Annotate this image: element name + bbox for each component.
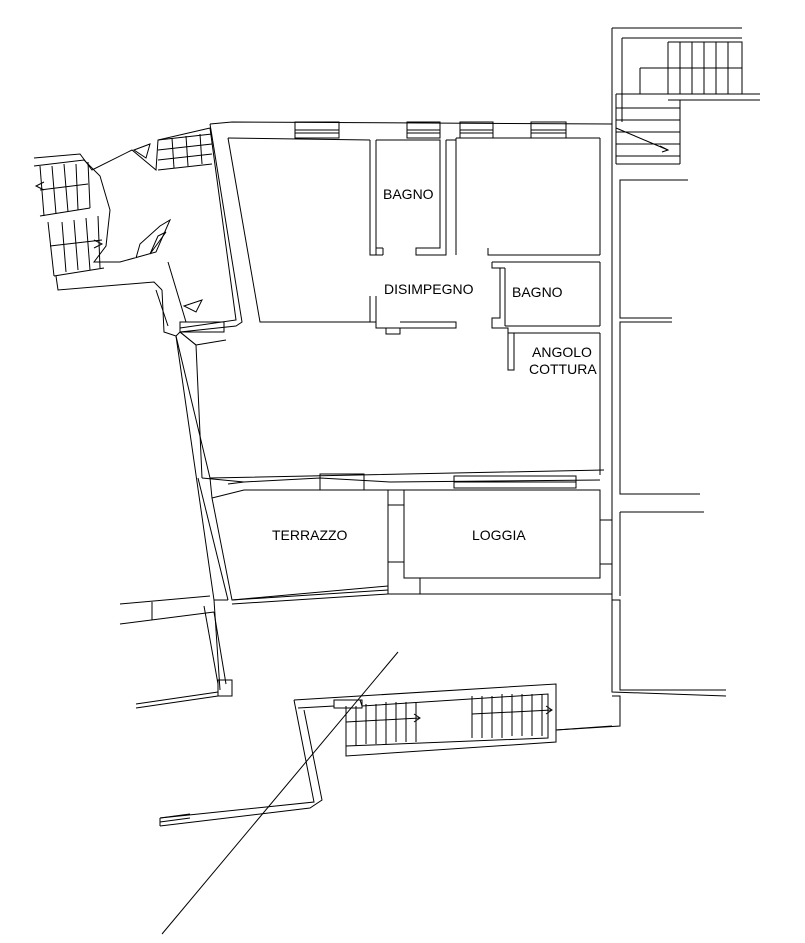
room-label-bagno-2: BAGNO xyxy=(512,284,563,300)
room-label-angolo: ANGOLO xyxy=(532,344,592,360)
room-label-disimpegno: DISIMPEGNO xyxy=(384,281,474,297)
lower-stair xyxy=(159,683,613,827)
section-line xyxy=(161,651,399,935)
room-label-loggia: LOGGIA xyxy=(472,527,526,543)
bagno-2-walls xyxy=(455,248,600,371)
upper-left-stair xyxy=(33,127,237,333)
room-label-terrazzo: TERRAZZO xyxy=(272,527,348,543)
upper-right-stair xyxy=(611,27,760,165)
bagno-1-walls xyxy=(369,138,457,256)
disimpegno-walls xyxy=(369,296,457,335)
top-windows xyxy=(294,121,567,139)
terrace-walls xyxy=(201,473,612,605)
room-label-bagno-1: BAGNO xyxy=(383,186,434,202)
left-long-wall xyxy=(119,289,233,709)
room-label-cottura: COTTURA xyxy=(529,361,597,377)
